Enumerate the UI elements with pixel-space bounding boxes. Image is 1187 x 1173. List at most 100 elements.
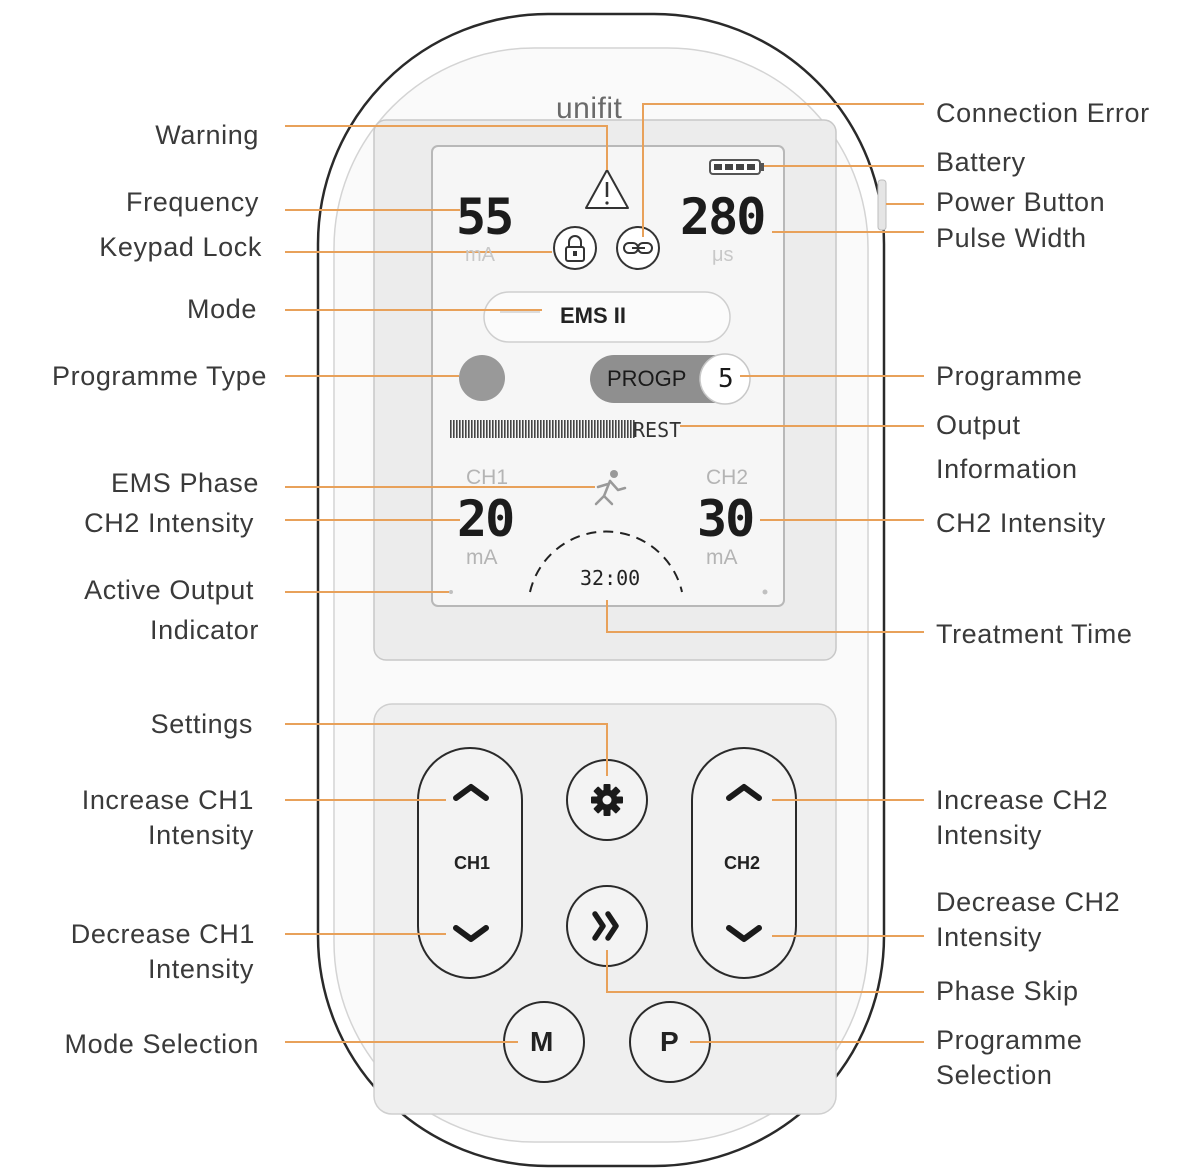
label-programme: Programme	[936, 361, 1083, 391]
programme-button-label[interactable]: P	[660, 1026, 679, 1057]
warning-icon	[585, 169, 629, 209]
output-bar-tick	[516, 420, 518, 438]
output-bar-tick	[606, 420, 608, 438]
output-bar-tick	[450, 420, 452, 438]
ch2-button-label: CH2	[724, 853, 761, 873]
output-bar-tick	[477, 420, 479, 438]
lock-icon	[553, 226, 597, 270]
output-bar-tick	[501, 420, 503, 438]
ch2-down-chevron-icon	[726, 925, 762, 942]
output-bar-tick	[561, 420, 563, 438]
output-bar-tick	[588, 420, 590, 438]
output-bar-tick	[585, 420, 587, 438]
ch1-button-label: CH1	[454, 853, 491, 873]
label-settings: Settings	[150, 709, 253, 739]
output-bar-tick	[468, 420, 470, 438]
output-bar-tick	[480, 420, 482, 438]
double-chevron-right-icon	[592, 911, 619, 941]
output-bar-tick	[552, 420, 554, 438]
label-decrease-ch1-line2: Intensity	[148, 954, 254, 984]
battery-icon	[709, 159, 764, 175]
power-button	[877, 179, 887, 231]
output-bar-tick	[573, 420, 575, 438]
output-bar-tick	[540, 420, 542, 438]
output-bar-tick	[567, 420, 569, 438]
output-bar-tick	[582, 420, 584, 438]
label-decrease-ch2-line1: Decrease CH2	[936, 887, 1121, 917]
label-treatment-time: Treatment Time	[936, 619, 1133, 649]
output-bar-tick	[537, 420, 539, 438]
gear-icon	[591, 784, 623, 816]
label-increase-ch1-line2: Intensity	[148, 820, 254, 850]
ch1-down-chevron-icon	[453, 925, 489, 942]
ch2-up-chevron-icon	[726, 784, 762, 801]
output-bar-tick	[594, 420, 596, 438]
output-bar-tick	[621, 420, 623, 438]
output-bar-tick	[528, 420, 530, 438]
output-bar-tick	[456, 420, 458, 438]
label-programme-selection-line2: Selection	[936, 1060, 1053, 1090]
label-battery: Battery	[936, 147, 1026, 177]
frequency-value: 55	[456, 188, 514, 246]
active-output-dot-ch2	[762, 589, 768, 595]
output-bar-tick	[609, 420, 611, 438]
output-bar-tick	[510, 420, 512, 438]
output-bar-tick	[465, 420, 467, 438]
label-mode-selection: Mode Selection	[64, 1029, 259, 1059]
output-bar-tick	[519, 420, 521, 438]
ch2-screen-label: CH2	[706, 466, 749, 489]
output-bar-tick	[474, 420, 476, 438]
output-bar-tick	[570, 420, 572, 438]
mode-text: EMS II	[560, 303, 627, 328]
output-bar-tick	[618, 420, 620, 438]
output-bar-tick	[489, 420, 491, 438]
label-frequency: Frequency	[126, 187, 259, 217]
output-bar-tick	[525, 420, 527, 438]
label-ch2-intensity-left: CH2 Intensity	[84, 508, 254, 538]
mode-button-label[interactable]: M	[530, 1026, 554, 1057]
label-programme-type: Programme Type	[52, 361, 267, 391]
output-bar-tick	[615, 420, 617, 438]
ch2-screen-unit: mA	[706, 546, 738, 569]
label-active-output-line1: Active Output	[84, 575, 254, 605]
programme-type-indicator	[459, 355, 505, 401]
mode-pill	[483, 291, 731, 343]
output-text: REST	[633, 418, 682, 442]
output-bar-tick	[633, 420, 635, 438]
ch1-screen-label: CH1	[466, 466, 509, 489]
output-bar-tick	[486, 420, 488, 438]
label-connection-error: Connection Error	[936, 98, 1150, 128]
label-warning: Warning	[155, 120, 259, 150]
label-keypad-lock: Keypad Lock	[99, 232, 262, 262]
output-bar-tick	[522, 420, 524, 438]
output-bar-tick	[546, 420, 548, 438]
output-bar-tick	[603, 420, 605, 438]
label-increase-ch2-line1: Increase CH2	[936, 785, 1109, 815]
output-bar-tick	[504, 420, 506, 438]
output-bar-tick	[492, 420, 494, 438]
ch1-screen-unit: mA	[466, 546, 498, 569]
timer-arc	[529, 530, 683, 593]
output-bar-tick	[549, 420, 551, 438]
pulse-width-value: 280	[680, 188, 766, 246]
treatment-timer: 32:00	[580, 566, 641, 590]
pulse-width-unit: μs	[712, 244, 734, 266]
output-bar-tick	[624, 420, 626, 438]
output-bar-tick	[555, 420, 557, 438]
label-output-information-line2: Information	[936, 454, 1078, 484]
output-bar-tick	[600, 420, 602, 438]
label-active-output-line2: Indicator	[150, 615, 259, 645]
ch1-up-chevron-icon	[453, 784, 489, 801]
output-bar-tick	[513, 420, 515, 438]
output-bar-tick	[576, 420, 578, 438]
label-mode: Mode	[187, 294, 257, 324]
output-bar-tick	[558, 420, 560, 438]
leader-lines	[285, 103, 924, 1043]
output-bar-tick	[612, 420, 614, 438]
label-output-information-line1: Output	[936, 410, 1021, 440]
label-pulse-width: Pulse Width	[936, 223, 1087, 253]
ch1-rocker	[417, 747, 523, 979]
output-bar-tick	[591, 420, 593, 438]
ch2-intensity-value: 30	[697, 490, 755, 548]
output-bar-tick	[462, 420, 464, 438]
